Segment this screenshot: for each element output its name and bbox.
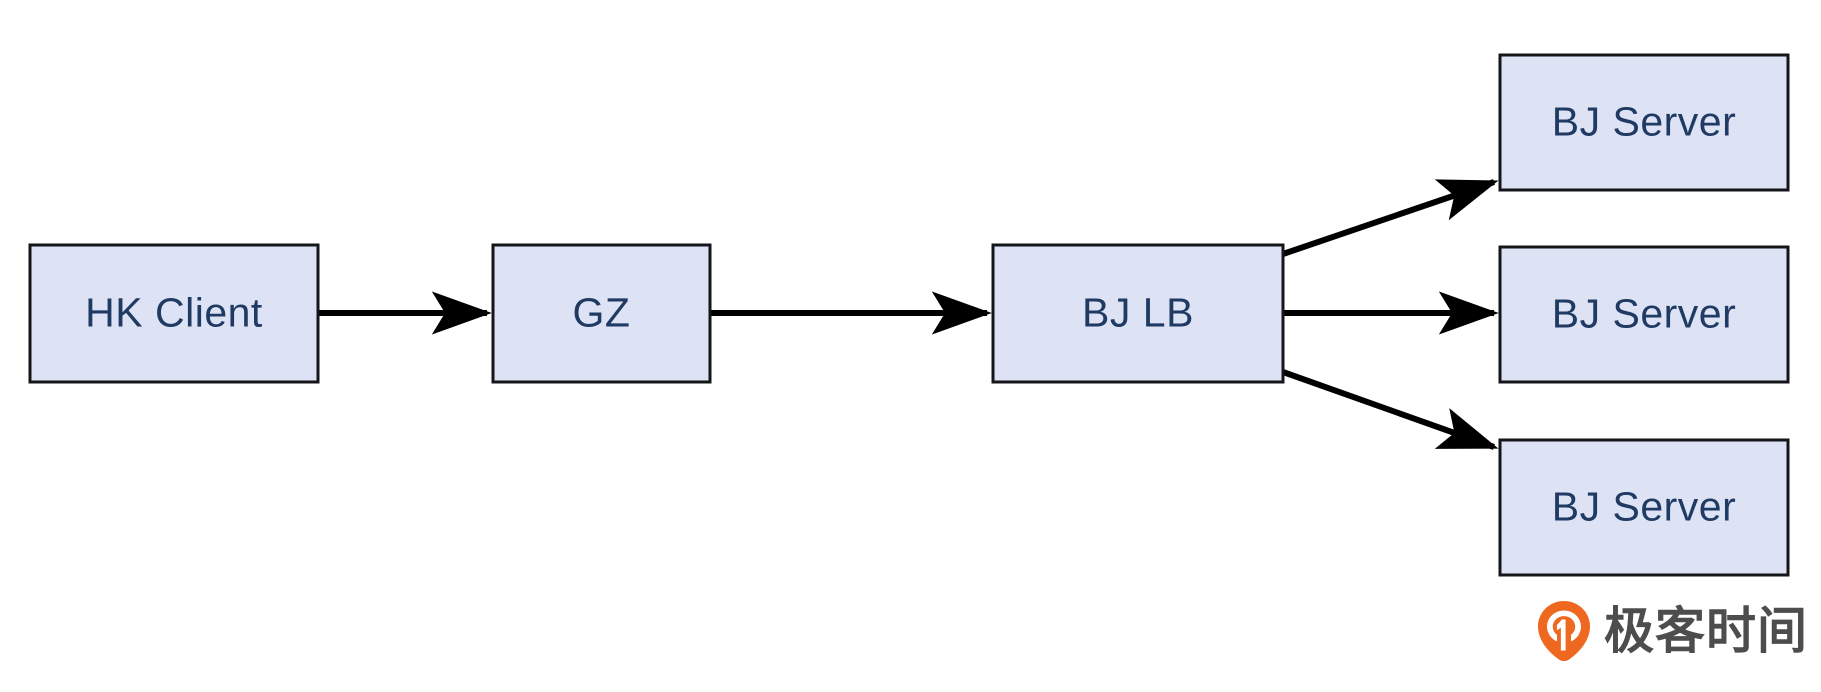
node-hk-client[interactable]: HK Client: [28, 243, 320, 384]
node-bj-lb-box[interactable]: [991, 243, 1285, 384]
node-bj-lb[interactable]: BJ LB: [991, 243, 1285, 384]
geektime-pin-icon: [1536, 600, 1592, 662]
node-bj-server-2-box[interactable]: [1498, 245, 1790, 384]
node-bj-server-2[interactable]: BJ Server: [1498, 245, 1790, 384]
node-bj-lb-label: BJ LB: [1082, 289, 1194, 335]
node-bj-server-1-label: BJ Server: [1552, 98, 1737, 144]
node-gz-box[interactable]: [491, 243, 712, 384]
node-bj-server-3[interactable]: BJ Server: [1498, 438, 1790, 577]
node-hk-client-label: HK Client: [85, 289, 263, 335]
node-hk-client-box[interactable]: [28, 243, 320, 384]
brand-name-label: 极客时间: [1604, 603, 1808, 659]
node-bj-server-1-box[interactable]: [1498, 53, 1790, 192]
node-bj-server-2-label: BJ Server: [1552, 290, 1737, 336]
edge-layer: [318, 179, 1499, 450]
node-gz[interactable]: GZ: [491, 243, 712, 384]
edge-bj-lb-to-bj-server-3: [1281, 369, 1499, 450]
node-bj-server-1[interactable]: BJ Server: [1498, 53, 1790, 192]
edge-bj-lb-to-bj-server-1: [1282, 179, 1499, 257]
node-layer: HK Client GZ BJ LB BJ Server BJ Server B: [28, 53, 1790, 577]
node-bj-server-3-label: BJ Server: [1552, 483, 1737, 529]
brand-watermark: 极客时间: [1536, 600, 1808, 662]
node-gz-label: GZ: [573, 289, 631, 335]
node-bj-server-3-box[interactable]: [1498, 438, 1790, 577]
